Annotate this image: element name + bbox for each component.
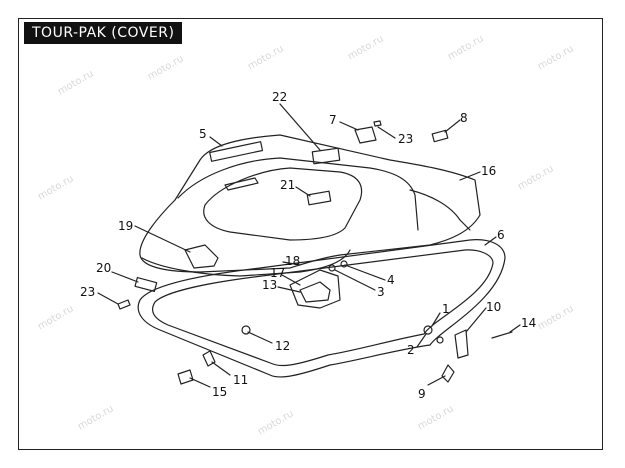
cover-body (139, 134, 481, 273)
hinge-pin (340, 260, 348, 268)
leader-line (459, 171, 481, 181)
callout-1: 1 (442, 302, 450, 316)
cover-right-side (409, 189, 471, 231)
cover-recess (224, 177, 259, 191)
leader-line (282, 261, 301, 266)
leader-line (339, 121, 359, 131)
screw (202, 350, 216, 367)
hinge-assembly (289, 269, 341, 309)
leader-line (295, 186, 311, 197)
watermark: moto.ru (516, 163, 556, 192)
callout-16: 16 (481, 164, 496, 178)
leader-line (97, 292, 119, 305)
leader-line (484, 236, 497, 246)
callout-2: 2 (407, 343, 415, 357)
bracket-part (354, 126, 377, 144)
leader-line (111, 271, 139, 283)
watermark: moto.ru (36, 303, 76, 332)
leader-line (344, 264, 386, 281)
watermark-layer: moto.ru moto.ru moto.ru moto.ru moto.ru … (36, 33, 576, 437)
callout-23a: 23 (398, 132, 413, 146)
leader-line (189, 377, 211, 388)
gasket-ring (137, 239, 506, 378)
callout-5: 5 (199, 127, 207, 141)
callout-22: 22 (272, 90, 287, 104)
callout-11: 11 (233, 373, 248, 387)
leader-line (509, 324, 521, 333)
watermark: moto.ru (256, 408, 296, 437)
latch-link (441, 364, 455, 383)
emblem-plate (306, 190, 332, 206)
callout-8: 8 (460, 111, 468, 125)
watermark: moto.ru (36, 173, 76, 202)
callout-13: 13 (262, 278, 277, 292)
watermark: moto.ru (536, 43, 576, 72)
watermark: moto.ru (446, 33, 486, 62)
gasket-ring-inner (152, 249, 494, 367)
leader-line (377, 126, 396, 139)
watermark: moto.ru (246, 43, 286, 72)
watermark: moto.ru (76, 403, 116, 432)
leader-line (334, 269, 376, 291)
leader-line (281, 274, 301, 286)
callout-20: 20 (96, 261, 111, 275)
watermark: moto.ru (536, 303, 576, 332)
cover-center-panel (203, 167, 363, 241)
callout-19: 19 (118, 219, 133, 233)
leader-line (444, 119, 461, 133)
callout-18: 18 (285, 254, 300, 268)
hinge-plate (299, 281, 331, 303)
callout-9: 9 (418, 387, 426, 401)
leader-line (431, 312, 441, 327)
callout-7: 7 (329, 113, 337, 127)
leader-line (416, 333, 427, 348)
diagram-frame (18, 18, 603, 450)
callout-17: 17 (270, 266, 285, 280)
leader-line (465, 307, 487, 333)
clip (177, 369, 194, 385)
callout-4: 4 (387, 273, 395, 287)
callout-12: 12 (275, 339, 290, 353)
latch-plate (454, 329, 469, 359)
callout-21: 21 (280, 178, 295, 192)
latch-rod (491, 331, 513, 339)
callout-14: 14 (521, 316, 536, 330)
cover-top-contour (177, 157, 419, 231)
watermark: moto.ru (346, 33, 386, 62)
callout-10: 10 (486, 300, 501, 314)
nut (436, 336, 444, 344)
cover-front-lip (141, 249, 351, 277)
cover-handle (184, 244, 219, 269)
hinge-pin (328, 264, 336, 272)
side-bracket (134, 276, 158, 293)
leader-line (134, 225, 191, 253)
small-screw (373, 120, 382, 127)
callout-3: 3 (377, 285, 385, 299)
callout-23b: 23 (80, 285, 95, 299)
small-screw (117, 299, 131, 310)
top-latch (311, 147, 341, 165)
small-plate (431, 129, 449, 143)
watermark: moto.ru (416, 403, 456, 432)
leader-line (247, 331, 273, 344)
leader-line (427, 375, 446, 386)
washer (423, 325, 433, 335)
grommet (241, 325, 251, 335)
callout-15: 15 (212, 385, 227, 399)
watermark: moto.ru (146, 53, 186, 82)
leader-line (279, 103, 321, 151)
leader-line (209, 136, 223, 147)
callout-6: 6 (497, 228, 505, 242)
watermark: moto.ru (56, 68, 96, 97)
trim-strip (209, 141, 264, 162)
diagram-title: TOUR-PAK (COVER) (24, 22, 183, 44)
callout-labels: 22 5 7 23 8 16 21 19 18 6 20 17 13 4 3 2… (80, 90, 536, 401)
leader-line (211, 361, 231, 376)
leader-line (277, 286, 301, 293)
